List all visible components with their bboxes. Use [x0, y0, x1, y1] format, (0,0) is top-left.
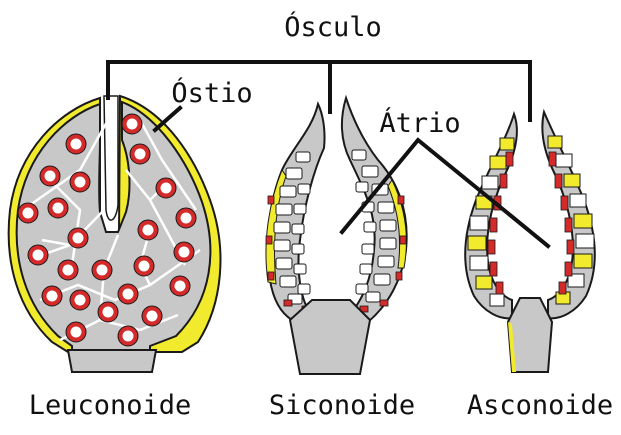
asconoid-pore-cells — [467, 135, 595, 307]
chamber — [173, 241, 195, 263]
chamber — [27, 244, 49, 266]
chamber — [133, 255, 155, 277]
ostio-pointer — [152, 105, 183, 133]
osculo-bracket — [106, 60, 532, 122]
chamber — [137, 219, 159, 241]
label-leuconoide: Leuconoide — [29, 390, 192, 421]
asconoid-sponge — [464, 108, 596, 373]
asconoid-base-outer — [508, 322, 516, 372]
chamber — [91, 259, 113, 281]
chamber — [155, 177, 177, 199]
chamber — [129, 143, 151, 165]
label-ostio: Óstio — [171, 77, 252, 109]
chamber — [117, 325, 139, 347]
chamber — [97, 301, 119, 323]
leader-lines — [106, 60, 551, 249]
chamber — [117, 283, 139, 305]
chamber — [69, 289, 91, 311]
chamber — [65, 133, 87, 155]
chamber — [65, 321, 87, 343]
chamber — [69, 171, 91, 193]
leuconoid-sponge — [7, 94, 222, 373]
leuconoid-chambers — [17, 113, 197, 347]
leuconoid-base — [66, 349, 158, 373]
chamber — [169, 275, 191, 297]
label-asconoide: Asconoide — [467, 390, 613, 421]
chamber — [41, 285, 63, 307]
leuconoid-atrium — [103, 95, 119, 221]
label-siconoide: Siconoide — [269, 390, 415, 421]
label-atrio: Átrio — [379, 107, 460, 139]
chamber — [39, 165, 61, 187]
chamber — [17, 202, 39, 224]
chamber — [67, 227, 89, 249]
chamber — [57, 259, 79, 281]
label-osculo: Ósculo — [284, 11, 382, 43]
chamber — [175, 207, 197, 229]
atrio-pointer — [339, 137, 551, 249]
syconoid-sponge — [265, 94, 408, 375]
syconoid-base — [288, 299, 372, 375]
chamber — [47, 197, 69, 219]
chamber — [121, 113, 143, 135]
chamber — [141, 305, 163, 327]
